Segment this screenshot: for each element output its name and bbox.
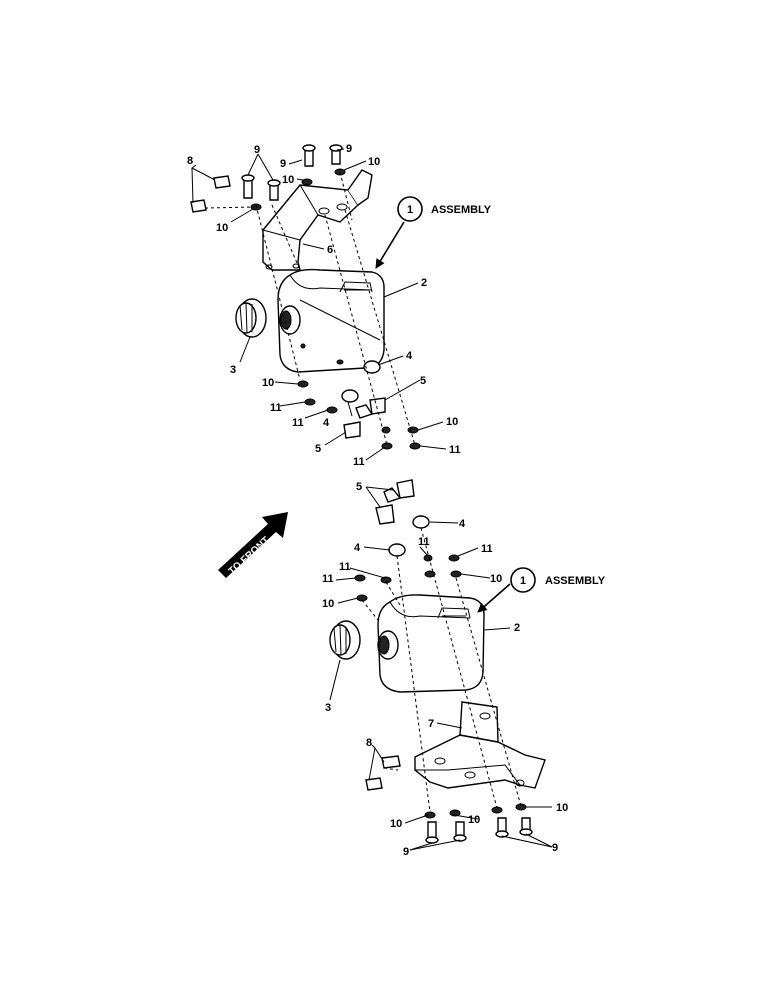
upper-label-10e: 10 [446,416,458,428]
lower-label-4a: 4 [459,518,466,530]
lower-label-4b: 4 [354,542,361,554]
lower-label-2: 2 [514,622,520,634]
lower-label-9a: 9 [403,846,409,858]
bracket-6 [262,169,373,271]
lower-label-11c: 11 [339,561,351,573]
lower-hardware [424,803,533,844]
to-front-arrow: TO FRONT [218,512,288,578]
upper-label-4a: 4 [406,350,413,362]
lower-bolt-8 [365,755,401,791]
upper-label-11b: 11 [292,417,304,429]
lower-label-7: 7 [428,718,434,730]
lower-label-10b: 10 [322,598,334,610]
lower-leaders [329,486,553,851]
upper-labels: 8 9 9 9 10 10 10 6 2 3 4 5 10 11 11 4 5 … [187,143,461,468]
upper-label-5b: 5 [315,443,321,455]
lower-cap-3 [329,620,361,660]
lower-callout-number: 1 [520,575,526,587]
lower-callout-text: ASSEMBLY [545,575,606,587]
upper-label-10b: 10 [368,156,380,168]
upper-label-9b: 9 [280,158,286,170]
upper-assembly-callout: 1 ASSEMBLY [397,196,492,222]
lower-label-11d: 11 [322,573,334,585]
upper-label-9c: 9 [346,143,352,155]
lower-label-10c: 10 [390,818,402,830]
upper-hardware [190,144,346,213]
cap-3 [235,298,267,338]
upper-leaders [191,148,447,461]
lower-fittings [354,479,462,602]
upper-label-10a: 10 [282,174,294,186]
upper-label-10d: 10 [262,377,274,389]
upper-fittings [297,360,421,450]
lower-label-10d: 10 [468,814,480,826]
lower-label-5: 5 [356,481,362,493]
upper-label-6: 6 [327,244,333,256]
lower-label-11b: 11 [481,543,493,555]
upper-label-3: 3 [230,364,236,376]
upper-label-11c: 11 [353,456,365,468]
upper-label-2: 2 [421,277,427,289]
lower-label-11a: 11 [418,536,430,548]
upper-label-5a: 5 [420,375,426,387]
lower-assembly: 5 4 4 11 11 11 11 10 10 2 3 7 8 10 10 10… [322,479,606,858]
lower-label-3: 3 [325,702,331,714]
upper-label-8: 8 [187,155,193,167]
upper-assembly: 8 9 9 9 10 10 10 6 2 3 4 5 10 11 11 4 5 … [187,143,492,468]
upper-label-11d: 11 [449,444,461,456]
lower-label-10a: 10 [490,573,502,585]
lower-label-10e: 10 [556,802,568,814]
upper-label-11a: 11 [270,402,282,414]
upper-label-10c: 10 [216,222,228,234]
upper-callout-text: ASSEMBLY [431,204,492,216]
lower-label-8: 8 [366,737,372,749]
lower-labels: 5 4 4 11 11 11 11 10 10 2 3 7 8 10 10 10… [322,481,568,858]
upper-callout-number: 1 [407,204,413,216]
lower-reservoir-2 [377,594,485,693]
lower-assembly-callout: 1 ASSEMBLY [510,567,606,593]
lower-label-9b: 9 [552,842,558,854]
upper-label-4b: 4 [323,417,330,429]
upper-label-9a: 9 [254,144,260,156]
